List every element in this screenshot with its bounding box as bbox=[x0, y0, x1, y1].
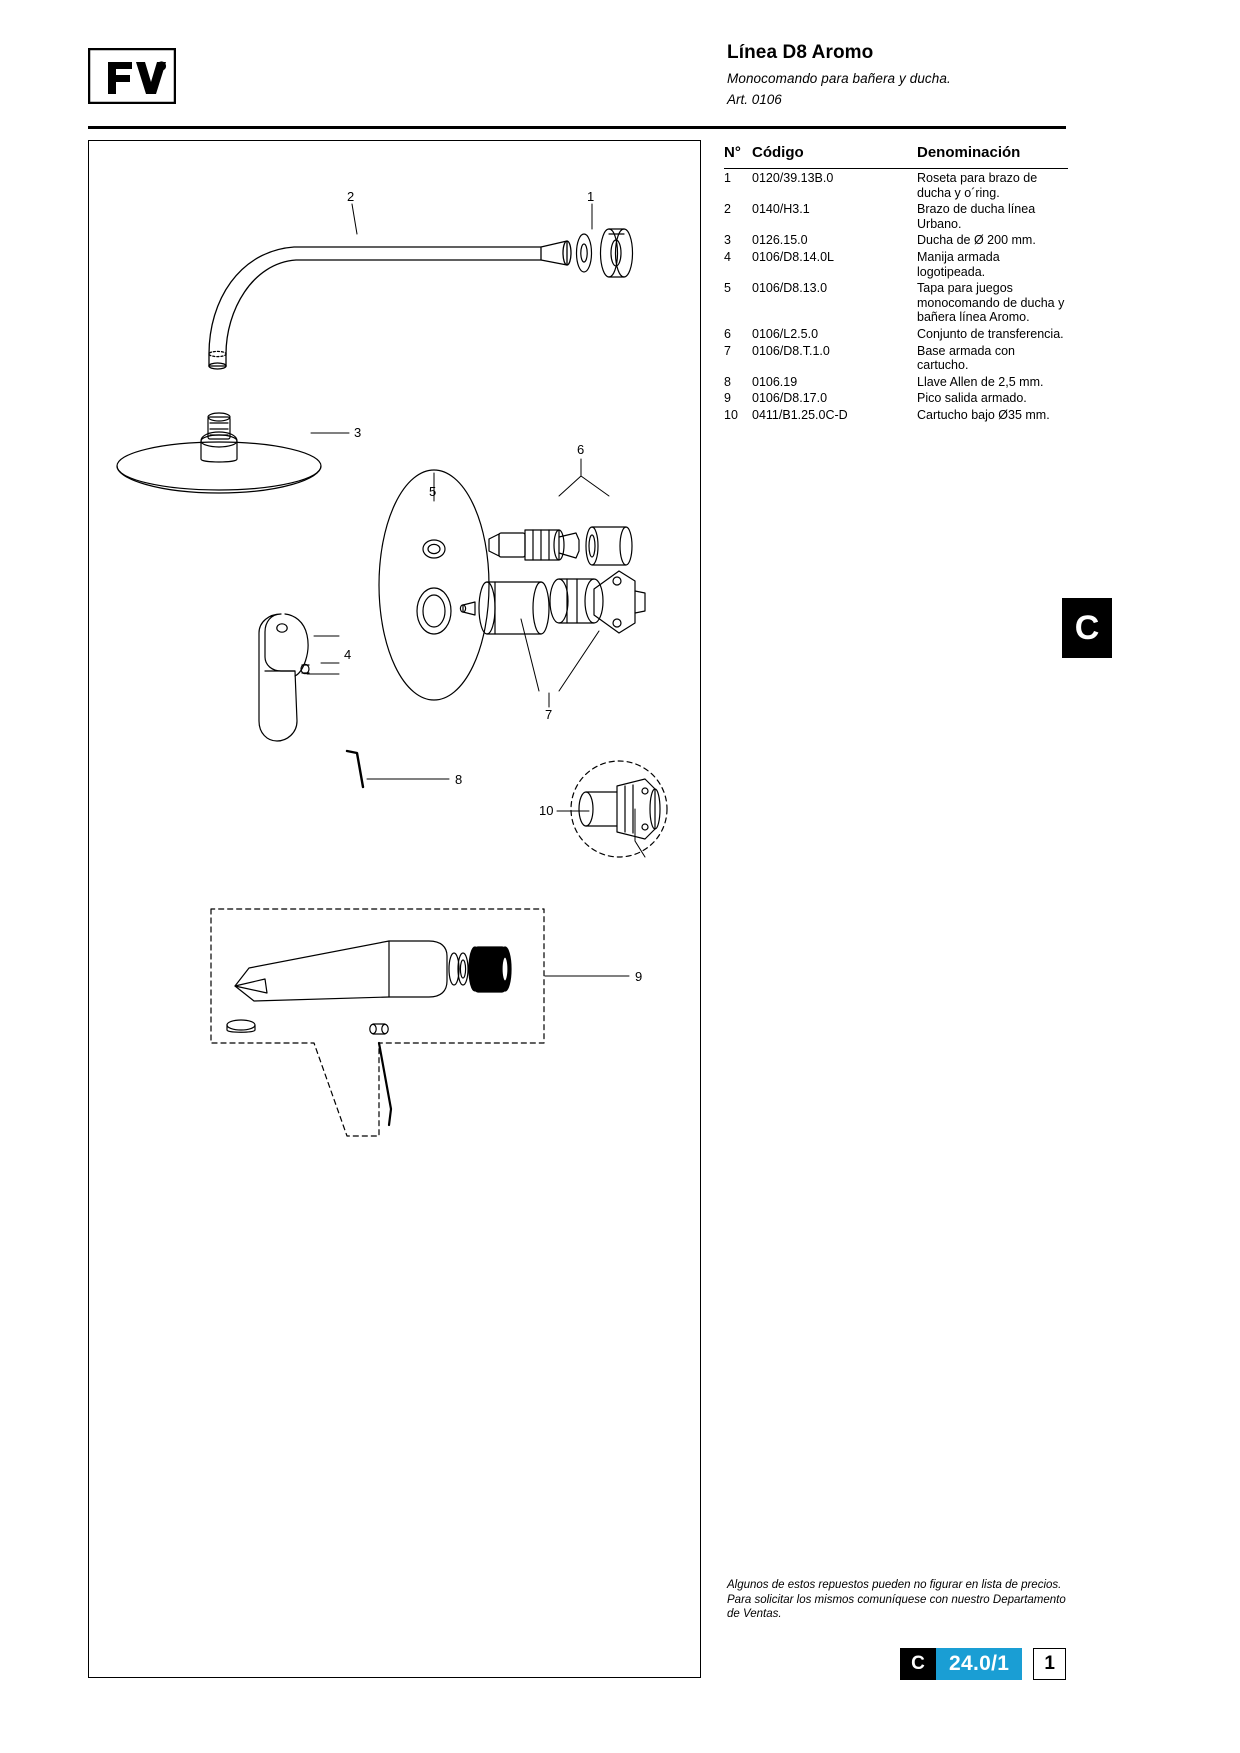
cell-code: 0411/B1.25.0C-D bbox=[752, 407, 848, 422]
cell-denomination: Cartucho bajo Ø35 mm. bbox=[917, 407, 1050, 422]
page-badge: C 24.0/1 1 bbox=[900, 1648, 1067, 1680]
callout-8: 8 bbox=[455, 772, 462, 787]
table-row: 7 0106/D8.T.1.0 Base armada con cartucho. bbox=[724, 342, 1068, 373]
part-spout-ring bbox=[448, 952, 469, 986]
cell-denomination: Conjunto de transferencia. bbox=[917, 326, 1064, 341]
callout-leaders bbox=[306, 203, 646, 977]
table-row: 5 0106/D8.13.0 Tapa para juegos monocomand… bbox=[724, 279, 1068, 325]
callout-5: 5 bbox=[429, 484, 436, 499]
exploded-view-diagram: 2 1 3 5 4 6 7 8 10 9 bbox=[88, 140, 701, 1678]
callout-10: 10 bbox=[539, 803, 553, 818]
part-handle bbox=[258, 613, 309, 742]
cell-code: 0106/L2.5.0 bbox=[752, 326, 819, 341]
table-row: 6 0106/L2.5.0 Conjunto de transferencia. bbox=[724, 325, 1068, 342]
footer-note: Algunos de estos repuestos pueden no fig… bbox=[727, 1579, 1066, 1620]
cell-denomination: Tapa para juegos monocomando de ducha y … bbox=[917, 281, 1065, 325]
callout-6: 6 bbox=[577, 442, 584, 457]
parts-table: N° Código Denominación 1 0120/39.13B.0 Ros… bbox=[724, 144, 1068, 423]
cell-denomination: Llave Allen de 2,5 mm. bbox=[917, 374, 1044, 389]
cell-number: 1 bbox=[724, 171, 731, 185]
part-handle-screw bbox=[300, 663, 310, 675]
part-spout-assembly-outline bbox=[210, 908, 545, 1137]
cell-code: 0106/D8.17.0 bbox=[752, 391, 828, 406]
part-spout-set-screw bbox=[369, 1023, 389, 1035]
callout-numbers: 2 1 3 5 4 6 7 8 10 9 bbox=[344, 189, 642, 984]
cell-denomination: Brazo de ducha línea Urbano. bbox=[917, 202, 1036, 231]
part-roseta-oring bbox=[575, 228, 634, 278]
callout-9: 9 bbox=[635, 969, 642, 984]
cell-code: 0140/H3.1 bbox=[752, 202, 810, 217]
cell-number: 10 bbox=[724, 407, 738, 422]
cell-denomination: Roseta para brazo de ducha y o´ring. bbox=[917, 171, 1038, 200]
cell-number: 5 bbox=[724, 281, 731, 296]
part-spout bbox=[234, 940, 448, 1002]
page-badge-letter: C bbox=[900, 1648, 936, 1680]
cell-number: 2 bbox=[724, 202, 731, 217]
part-allen-key bbox=[345, 749, 365, 789]
part-spout-nut bbox=[468, 946, 512, 993]
table-row: 1 0120/39.13B.0 Roseta para brazo de ducha… bbox=[724, 169, 1068, 201]
cell-denomination: Base armada con cartucho. bbox=[917, 343, 1015, 373]
cell-code: 0106/D8.13.0 bbox=[752, 281, 828, 296]
callout-1: 1 bbox=[587, 189, 594, 204]
part-base-cylinder bbox=[478, 581, 550, 635]
callout-4: 4 bbox=[344, 647, 351, 662]
cell-denomination: Manija armada logotipeada. bbox=[917, 249, 1000, 279]
fv-logo bbox=[87, 47, 177, 105]
cell-number: 6 bbox=[724, 326, 731, 341]
cell-number: 9 bbox=[724, 391, 731, 406]
cell-code: 0106/D8.T.1.0 bbox=[752, 343, 830, 358]
header-denomination: Denominación bbox=[917, 144, 1068, 169]
article-number: Art. 0106 bbox=[727, 92, 782, 107]
table-row: 3 0126.15.0 Ducha de Ø 200 mm. bbox=[724, 231, 1068, 248]
table-row: 2 0140/H3.1 Brazo de ducha línea Urbano. bbox=[724, 200, 1068, 231]
header-divider bbox=[88, 126, 1066, 129]
part-transfer-sleeve bbox=[585, 526, 633, 566]
page-subtitle: Monocomando para bañera y ducha. bbox=[727, 71, 951, 86]
header-number: N° bbox=[724, 144, 752, 169]
part-spout-washer bbox=[226, 1019, 256, 1033]
header-text-block: Línea D8 Aromo Monocomando para bañera y… bbox=[727, 42, 1067, 109]
table-row: 10 0411/B1.25.0C-D Cartucho bajo Ø35 mm. bbox=[724, 406, 1068, 423]
cell-code: 0120/39.13B.0 bbox=[752, 171, 834, 185]
page-badge-number: 1 bbox=[1033, 1648, 1067, 1680]
part-transfer-cartridge bbox=[488, 529, 580, 561]
section-tab-c: C bbox=[1062, 598, 1112, 658]
page-badge-section: 24.0/1 bbox=[936, 1648, 1023, 1680]
part-shower-head bbox=[116, 412, 322, 494]
cell-code: 0106/D8.14.0L bbox=[752, 249, 835, 264]
cell-number: 4 bbox=[724, 249, 731, 264]
cell-denomination: Pico salida armado. bbox=[917, 391, 1027, 406]
callout-7: 7 bbox=[545, 707, 552, 722]
cell-number: 8 bbox=[724, 374, 731, 389]
table-row: 8 0106.19 Llave Allen de 2,5 mm. bbox=[724, 373, 1068, 390]
callout-3: 3 bbox=[354, 425, 361, 440]
table-header-row: N° Código Denominación bbox=[724, 144, 1068, 169]
part-escutcheon-plate bbox=[378, 469, 490, 701]
cell-number: 3 bbox=[724, 233, 731, 248]
header-code: Código bbox=[752, 144, 917, 169]
callout-2: 2 bbox=[347, 189, 354, 204]
table-row: 4 0106/D8.14.0L Manija armada logotipeada. bbox=[724, 248, 1068, 279]
part-spout-rod bbox=[377, 1041, 393, 1127]
cell-code: 0106.19 bbox=[752, 374, 798, 389]
table-row: 9 0106/D8.17.0 Pico salida armado. bbox=[724, 389, 1068, 406]
part-shower-arm bbox=[208, 240, 572, 370]
part-base-screw bbox=[459, 601, 476, 616]
part-detail-circle bbox=[570, 760, 668, 858]
part-base-assembly bbox=[549, 570, 646, 634]
cell-number: 7 bbox=[724, 343, 731, 358]
cell-denomination: Ducha de Ø 200 mm. bbox=[917, 233, 1036, 248]
page-title: Línea D8 Aromo bbox=[727, 42, 874, 63]
cell-code: 0126.15.0 bbox=[752, 233, 808, 248]
